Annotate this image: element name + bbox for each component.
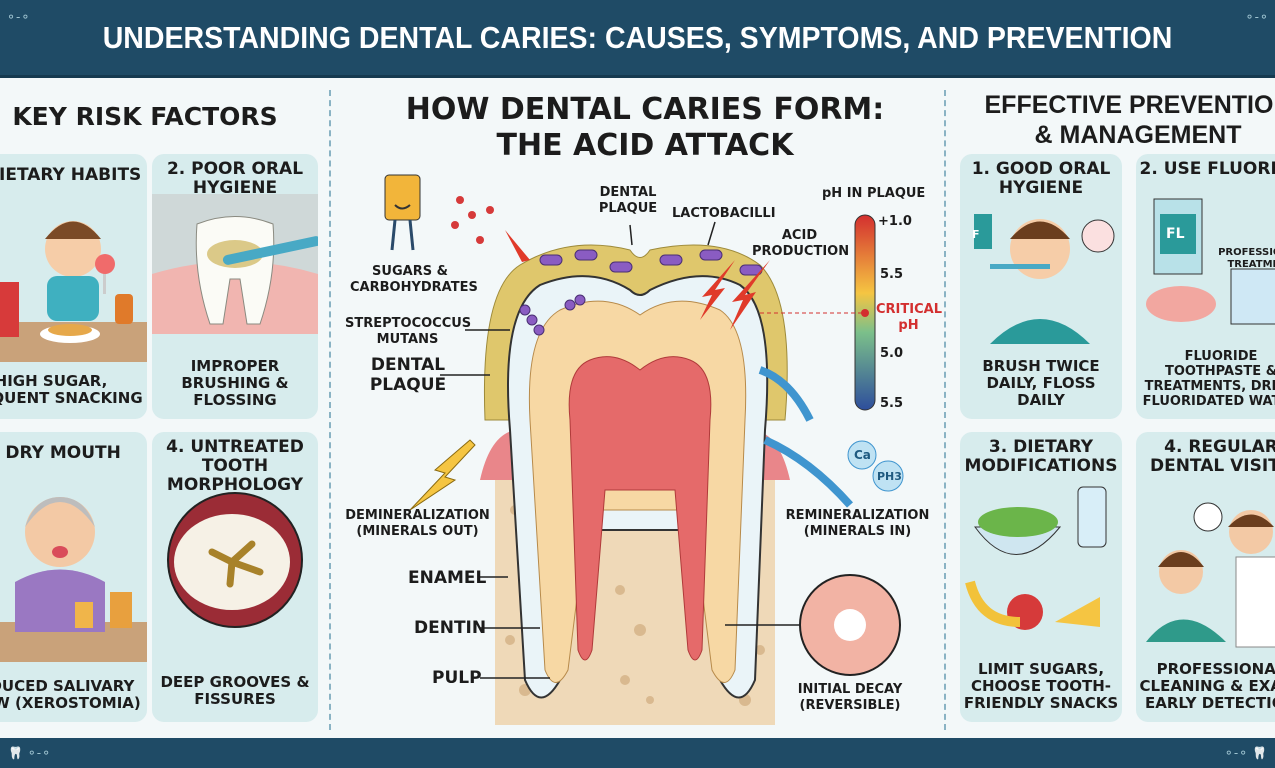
title-banner: UNDERSTANDING DENTAL CARIES: CAUSES, SYM… — [0, 0, 1275, 78]
risk-card-oral-hygiene: 2. POOR ORAL HYGIENE IMPROPER BRUSHING &… — [152, 154, 318, 419]
molecule-icon: ⚬‑⚬ 🦷 — [1223, 746, 1267, 760]
ph-scale-title: pH IN PLAQUE — [822, 186, 926, 201]
label-remineralization: REMINERALIZATION (MINERALS IN) — [785, 508, 930, 539]
label-dentin: DENTIN — [414, 618, 487, 638]
tooth-cross-section-diagram — [384, 174, 904, 725]
card-caption: LIMIT SUGARS, CHOOSE TOOTH-FRIENDLY SNAC… — [963, 660, 1119, 712]
card-title: 3. DRY MOUTH — [0, 443, 121, 463]
heading-line: HOW DENTAL CARIES FORM: — [405, 92, 885, 127]
label-lactobacilli: LACTOBACILLI — [672, 206, 776, 221]
plaque-tooth-brush-illustration — [152, 194, 318, 334]
critical-ph-marker — [861, 309, 869, 317]
tooth-icon: 🦷 ⚬‑⚬ — [8, 746, 52, 760]
heading-line: THE ACID ATTACK — [496, 128, 794, 163]
page-title: UNDERSTANDING DENTAL CARIES: CAUSES, SYM… — [102, 20, 1173, 55]
card-caption: FLUORIDE TOOTHPASTE & TREATMENTS, DRINK … — [1142, 349, 1275, 409]
ph-tick: +1.0 — [878, 214, 912, 229]
card-title: 4. UNTREATED TOOTH MORPHOLOGY — [166, 437, 304, 495]
phosphate-ion-icon — [872, 460, 904, 492]
toothpaste-label: F — [972, 228, 980, 241]
card-title: 2. POOR ORAL HYGIENE — [166, 159, 304, 198]
fluoride-products-illustration — [1146, 198, 1275, 325]
card-caption: REDUCED SALIVARY FLOW (XEROSTOMIA) — [0, 677, 141, 712]
card-title: 1. DIETARY HABITS — [0, 165, 142, 185]
card-caption: IMPROPER BRUSHING & FLOSSING — [181, 357, 289, 409]
molecule-icon: ⚬‑⚬ — [1244, 10, 1269, 24]
prevention-card-diet: 3. DIETARY MODIFICATIONS LIMIT SUGARS, C… — [960, 432, 1122, 722]
risk-card-dietary: 1. DIETARY HABITS HIGH SUGAR, FREQUENT S… — [0, 154, 147, 419]
calcium-ion-icon — [847, 440, 877, 470]
card-caption: PROFESSIONAL CLEANING & EXAM, EARLY DETE… — [1139, 660, 1275, 712]
label-pulp: PULP — [432, 668, 482, 688]
card-caption: DEEP GROOVES & FISSURES — [160, 673, 310, 708]
footer-bar: 🦷 ⚬‑⚬ ⚬‑⚬ 🦷 — [0, 738, 1275, 768]
bacteria — [519, 249, 763, 336]
label-ph3: PH3 — [877, 470, 902, 483]
label-enamel: ENAMEL — [408, 568, 487, 588]
sugar-snack-character-icon — [384, 174, 421, 251]
card-caption: HIGH SUGAR, FREQUENT SNACKING — [0, 372, 143, 407]
molar-fissure-illustration — [167, 492, 303, 628]
card-title: 3. DIETARY MODIFICATIONS — [964, 437, 1118, 476]
card-caption: BRUSH TWICE DAILY, FLOSS DAILY — [982, 357, 1100, 409]
label-streptococcus: STREPTOCOCCUS MUTANS — [345, 316, 472, 347]
card-title: 1. GOOD ORAL HYGIENE — [971, 159, 1111, 198]
risk-factors-heading: KEY RISK FACTORS — [12, 102, 278, 131]
demineralization-arrow — [409, 439, 476, 511]
healthy-food-illustration — [965, 486, 1107, 630]
label-dental-plaque-side: DENTAL PLAQUE — [369, 355, 447, 395]
label-dental-plaque-top: DENTAL PLAQUE — [598, 185, 658, 216]
prevention-card-visits: 4. REGULAR DENTAL VISITS PROFESSIONAL CL… — [1136, 432, 1275, 722]
divider — [944, 90, 946, 730]
card-title: 4. REGULAR DENTAL VISITS — [1149, 437, 1275, 476]
heading-line: EFFECTIVE PREVENTION — [984, 91, 1275, 119]
ph-tick: 5.5 — [880, 267, 904, 282]
white-spot-lesion — [834, 609, 866, 641]
sugar-particles — [451, 196, 494, 244]
divider — [329, 90, 331, 730]
label-ca: Ca — [854, 448, 871, 462]
acid-arrows — [505, 230, 770, 330]
prevention-card-fluoride: 2. USE FLUORIDE FL PROFESSIONAL TREATMEN… — [1136, 154, 1275, 419]
child-eating-sweets-illustration — [0, 221, 147, 362]
label-demineralization: DEMINERALIZATION (MINERALS OUT) — [345, 508, 490, 539]
pulp — [568, 356, 712, 661]
risk-card-tooth-morphology: 4. UNTREATED TOOTH MORPHOLOGY DEEP GROOV… — [152, 432, 318, 722]
label-initial-decay: INITIAL DECAY (REVERSIBLE) — [797, 682, 903, 713]
prevention-card-hygiene: 1. GOOD ORAL HYGIENE BRUSH TWICE DAILY, … — [960, 154, 1122, 419]
ph-tick: 5.5 — [880, 396, 904, 411]
critical-ph-label: CRITICAL pH — [876, 302, 942, 333]
heading-line: & MANAGEMENT — [1034, 121, 1242, 149]
elderly-dry-mouth-illustration — [0, 497, 147, 662]
fluoride-tube-label: FL — [1166, 226, 1185, 242]
prevention-heading: EFFECTIVE PREVENTION & MANAGEMENT — [968, 90, 1275, 150]
risk-card-dry-mouth: 3. DRY MOUTH REDUCED SALIVARY FLOW (XERO… — [0, 432, 147, 722]
label-acid-production: ACID PRODUCTION — [752, 228, 850, 259]
dentist-visit-illustration — [1146, 502, 1275, 648]
label-sugars: SUGARS & CARBOHYDRATES — [350, 264, 478, 295]
brushing-person-illustration — [974, 214, 1115, 344]
leader-lines — [440, 221, 800, 679]
card-title: 2. USE FLUORIDE — [1139, 159, 1275, 179]
molecule-icon: ⚬‑⚬ — [6, 10, 31, 24]
professional-treatment-label: PROFESSIONAL TREATMENT — [1218, 247, 1275, 270]
remineralization-arrow — [763, 436, 853, 508]
ph-tick: 5.0 — [880, 346, 904, 361]
diagram-heading: HOW DENTAL CARIES FORM: THE ACID ATTACK — [360, 92, 930, 164]
remineralization-arrow — [758, 366, 814, 422]
